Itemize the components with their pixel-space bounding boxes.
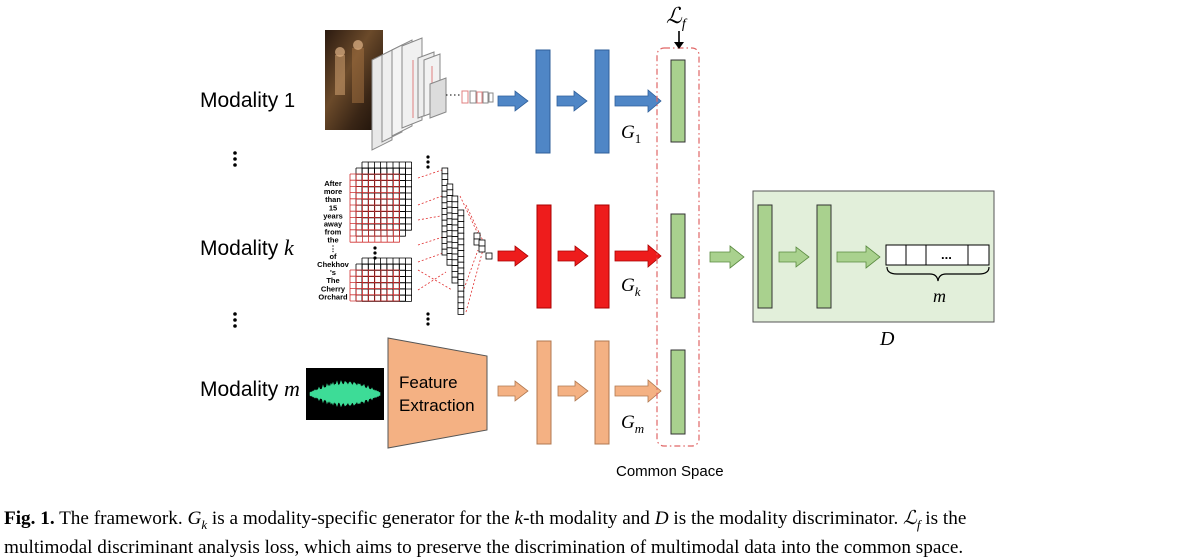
text-word: 15 [329, 203, 337, 212]
output-brace [886, 266, 990, 282]
loss-label: ℒf [666, 3, 688, 32]
text-word: of [329, 252, 337, 261]
common-space-feature-m [670, 349, 686, 435]
text-embedding-grid [349, 161, 413, 302]
genm-layer-2 [594, 340, 610, 445]
disc-layer-1 [757, 204, 773, 309]
discriminator-label: D [879, 328, 895, 350]
genk-layer-2 [594, 204, 610, 309]
generator-1-label: G1 [621, 122, 641, 146]
arrow-1a [497, 90, 529, 112]
gen1-layer-2 [594, 49, 610, 154]
text-word: Chekhov [317, 260, 350, 269]
text-word: more [324, 187, 342, 196]
text-word: ⋮ [329, 244, 337, 253]
figure-caption: Fig. 1. The framework. Gk is a modality-… [4, 507, 1194, 559]
disc-layer-2 [816, 204, 832, 309]
text-word: The [326, 276, 339, 285]
vertical-ellipsis-1 [233, 151, 237, 167]
text-ellipsis-bottom [426, 312, 430, 326]
text-word: Orchard [318, 292, 348, 301]
arrow-kc [614, 244, 662, 268]
text-word: Cherry [321, 284, 346, 293]
caption-d: D [654, 508, 669, 529]
text-word: than [325, 195, 341, 204]
caption-text: is a modality-specific generator for the [207, 508, 515, 529]
caption-text: The framework. [54, 508, 188, 529]
arrow-mb [557, 380, 589, 402]
text-ellipsis-mid [373, 246, 377, 260]
arrow-1b [556, 90, 588, 112]
common-space-feature-1 [670, 59, 686, 143]
generator-k [497, 204, 662, 309]
modality-k-label: Modality k [200, 235, 295, 260]
common-space-box [656, 47, 700, 447]
generator-k-label: Gk [621, 275, 641, 299]
caption-line-2: multimodal discriminant analysis loss, w… [4, 536, 964, 558]
genk-layer-1 [536, 204, 552, 309]
feature-extraction-block: Feature Extraction [387, 337, 488, 449]
arrow-kb [557, 245, 589, 267]
caption-k: k [514, 508, 524, 529]
discriminator-output-vector [885, 244, 990, 266]
generator-m [497, 340, 662, 445]
text-cnn-columns [441, 167, 493, 315]
cnn-feature-maps [371, 37, 494, 151]
text-input: Aftermorethan15yearsawayfromthe⋮ofChekho… [317, 179, 350, 301]
gen1-layer-1 [535, 49, 551, 154]
generator-1 [497, 49, 662, 154]
arrow-mc [614, 379, 662, 403]
caption-line-1: Fig. 1. The framework. Gk is a modality-… [4, 507, 1194, 536]
arrow-disc-b [836, 245, 881, 269]
modality-1-label: Modality 1 [200, 89, 295, 112]
audio-waveform [306, 368, 384, 420]
arrow-to-discriminator [709, 245, 745, 269]
output-label: m [933, 286, 946, 306]
common-space-label: Common Space [616, 463, 724, 480]
feature-extraction-line2: Extraction [399, 396, 475, 415]
genm-layer-1 [536, 340, 552, 445]
caption-text: is the [920, 508, 967, 529]
text-word: 's [330, 268, 336, 277]
loss-arrow [674, 31, 684, 49]
arrow-ka [497, 245, 529, 267]
feature-extraction-line1: Feature [399, 373, 458, 392]
text-word: from [325, 228, 342, 237]
text-word: After [324, 179, 342, 188]
caption-text: -th modality and [523, 508, 655, 529]
output-ellipsis: ... [941, 247, 952, 262]
text-word: the [327, 236, 338, 245]
vertical-ellipsis-2 [233, 312, 237, 328]
text-word: away [324, 220, 343, 229]
caption-text: is the modality discriminator. [668, 508, 904, 529]
caption-loss: ℒf [903, 508, 921, 532]
modality-m-label: Modality m [200, 376, 300, 401]
text-ellipsis-top [426, 155, 430, 169]
text-word: years [323, 211, 343, 220]
generator-m-label: Gm [621, 412, 644, 436]
common-space-feature-k [670, 213, 686, 299]
arrow-ma [497, 380, 529, 402]
arrow-disc-a [778, 246, 810, 268]
caption-gk: Gk [187, 508, 208, 532]
arrow-1c [614, 89, 662, 113]
caption-fig-number: Fig. 1. [4, 508, 55, 529]
